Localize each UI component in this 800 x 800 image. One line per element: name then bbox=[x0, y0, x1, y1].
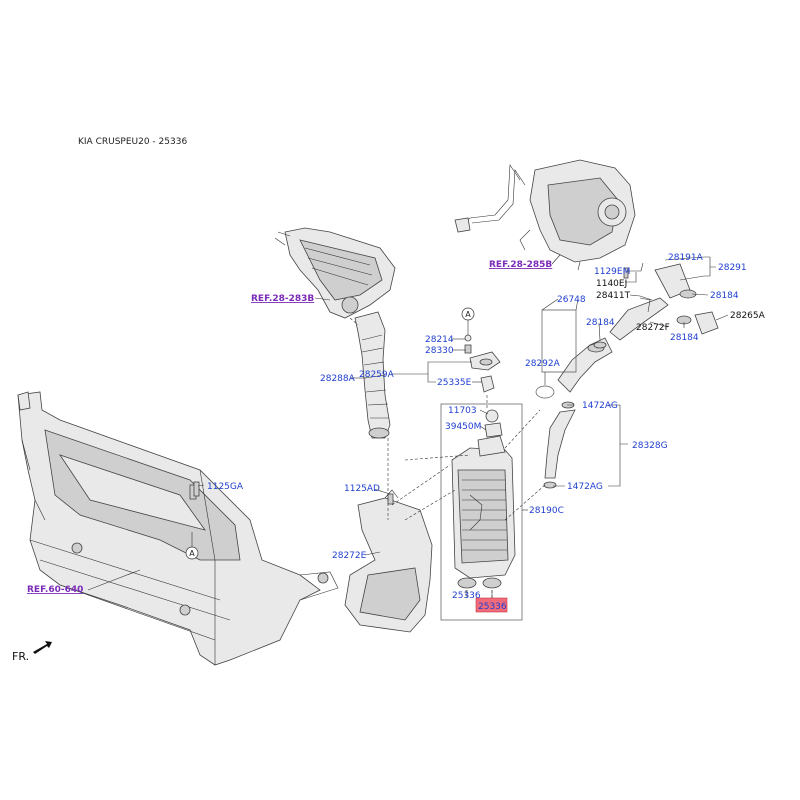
label-25336-left[interactable]: 25336 bbox=[452, 591, 481, 601]
ref-28-285B-link[interactable]: REF.28-285B bbox=[489, 260, 552, 270]
label-25335E[interactable]: 25335E bbox=[437, 378, 472, 388]
front-end-module-drawing bbox=[17, 391, 339, 666]
intercooler-drawing bbox=[451, 409, 516, 598]
label-11703[interactable]: 11703 bbox=[448, 406, 477, 416]
diagram-title: KIA CRUSPEU20 - 25336 bbox=[78, 137, 188, 147]
label-28265A: 28265A bbox=[730, 311, 766, 321]
dashed-line-cooler-top bbox=[404, 395, 488, 461]
label-28184-mid[interactable]: 28184 bbox=[586, 318, 615, 328]
marker-a-bottom-text: A bbox=[189, 549, 195, 558]
label-28291[interactable]: 28291 bbox=[718, 263, 747, 273]
label-1472AG-top[interactable]: 1472AG bbox=[582, 401, 618, 411]
label-28190C[interactable]: 28190C bbox=[529, 506, 564, 516]
label-25336-highlighted[interactable]: 25336 bbox=[478, 602, 507, 612]
intake-hose-drawing bbox=[354, 311, 391, 439]
label-28288A[interactable]: 28288A bbox=[320, 374, 356, 384]
label-28411T: 28411T bbox=[596, 291, 631, 301]
ref-60-640-link[interactable]: REF.60-640 bbox=[27, 585, 83, 595]
sensor-stack-drawing bbox=[464, 334, 501, 393]
label-1472AG-bottom[interactable]: 1472AG bbox=[567, 482, 603, 492]
label-28272E[interactable]: 28272E bbox=[332, 551, 367, 561]
turbo-assembly-drawing bbox=[454, 159, 636, 271]
label-28328G[interactable]: 28328G bbox=[632, 441, 668, 451]
outlet-hose-drawing bbox=[543, 401, 576, 489]
intercooler-group-box bbox=[440, 403, 523, 621]
label-28214[interactable]: 28214 bbox=[425, 335, 454, 345]
label-28272F: 28272F bbox=[636, 323, 670, 333]
dashed-line-manifold bbox=[349, 317, 359, 326]
label-28191A[interactable]: 28191A bbox=[668, 253, 704, 263]
label-1125GA[interactable]: 1125GA bbox=[207, 482, 244, 492]
label-28259A[interactable]: 28259A bbox=[359, 370, 395, 380]
bolt-1125GA-drawing bbox=[193, 481, 200, 497]
label-1129EM[interactable]: 1129EM bbox=[594, 267, 630, 277]
intake-manifold-drawing bbox=[274, 227, 396, 319]
label-28184-right[interactable]: 28184 bbox=[710, 291, 739, 301]
label-1140EJ: 1140EJ bbox=[596, 279, 627, 289]
dashed-line-cooler-side bbox=[504, 409, 546, 521]
highlight-box bbox=[475, 597, 508, 613]
marker-a-top: A bbox=[461, 307, 475, 335]
bolt-1125AD-drawing bbox=[387, 493, 394, 505]
leader-lines bbox=[87, 254, 729, 598]
ref-28-283B-link[interactable]: REF.28-283B bbox=[251, 294, 314, 304]
label-26748[interactable]: 26748 bbox=[557, 295, 586, 305]
marker-a-top-text: A bbox=[465, 310, 471, 319]
turbo-hoses-drawing bbox=[593, 263, 719, 349]
front-direction-arrow-icon bbox=[33, 641, 52, 654]
hose-group-box bbox=[541, 309, 577, 373]
dashed-line-guide-to-cooler bbox=[391, 464, 456, 521]
front-direction-label: FR. bbox=[12, 650, 30, 663]
air-guide-drawing bbox=[344, 489, 433, 633]
marker-a-bottom: A bbox=[185, 532, 199, 560]
label-1125AD[interactable]: 1125AD bbox=[344, 484, 380, 494]
label-39450M[interactable]: 39450M bbox=[445, 422, 481, 432]
label-28184-lower[interactable]: 28184 bbox=[670, 333, 699, 343]
label-28330[interactable]: 28330 bbox=[425, 346, 454, 356]
label-28292A[interactable]: 28292A bbox=[525, 359, 561, 369]
